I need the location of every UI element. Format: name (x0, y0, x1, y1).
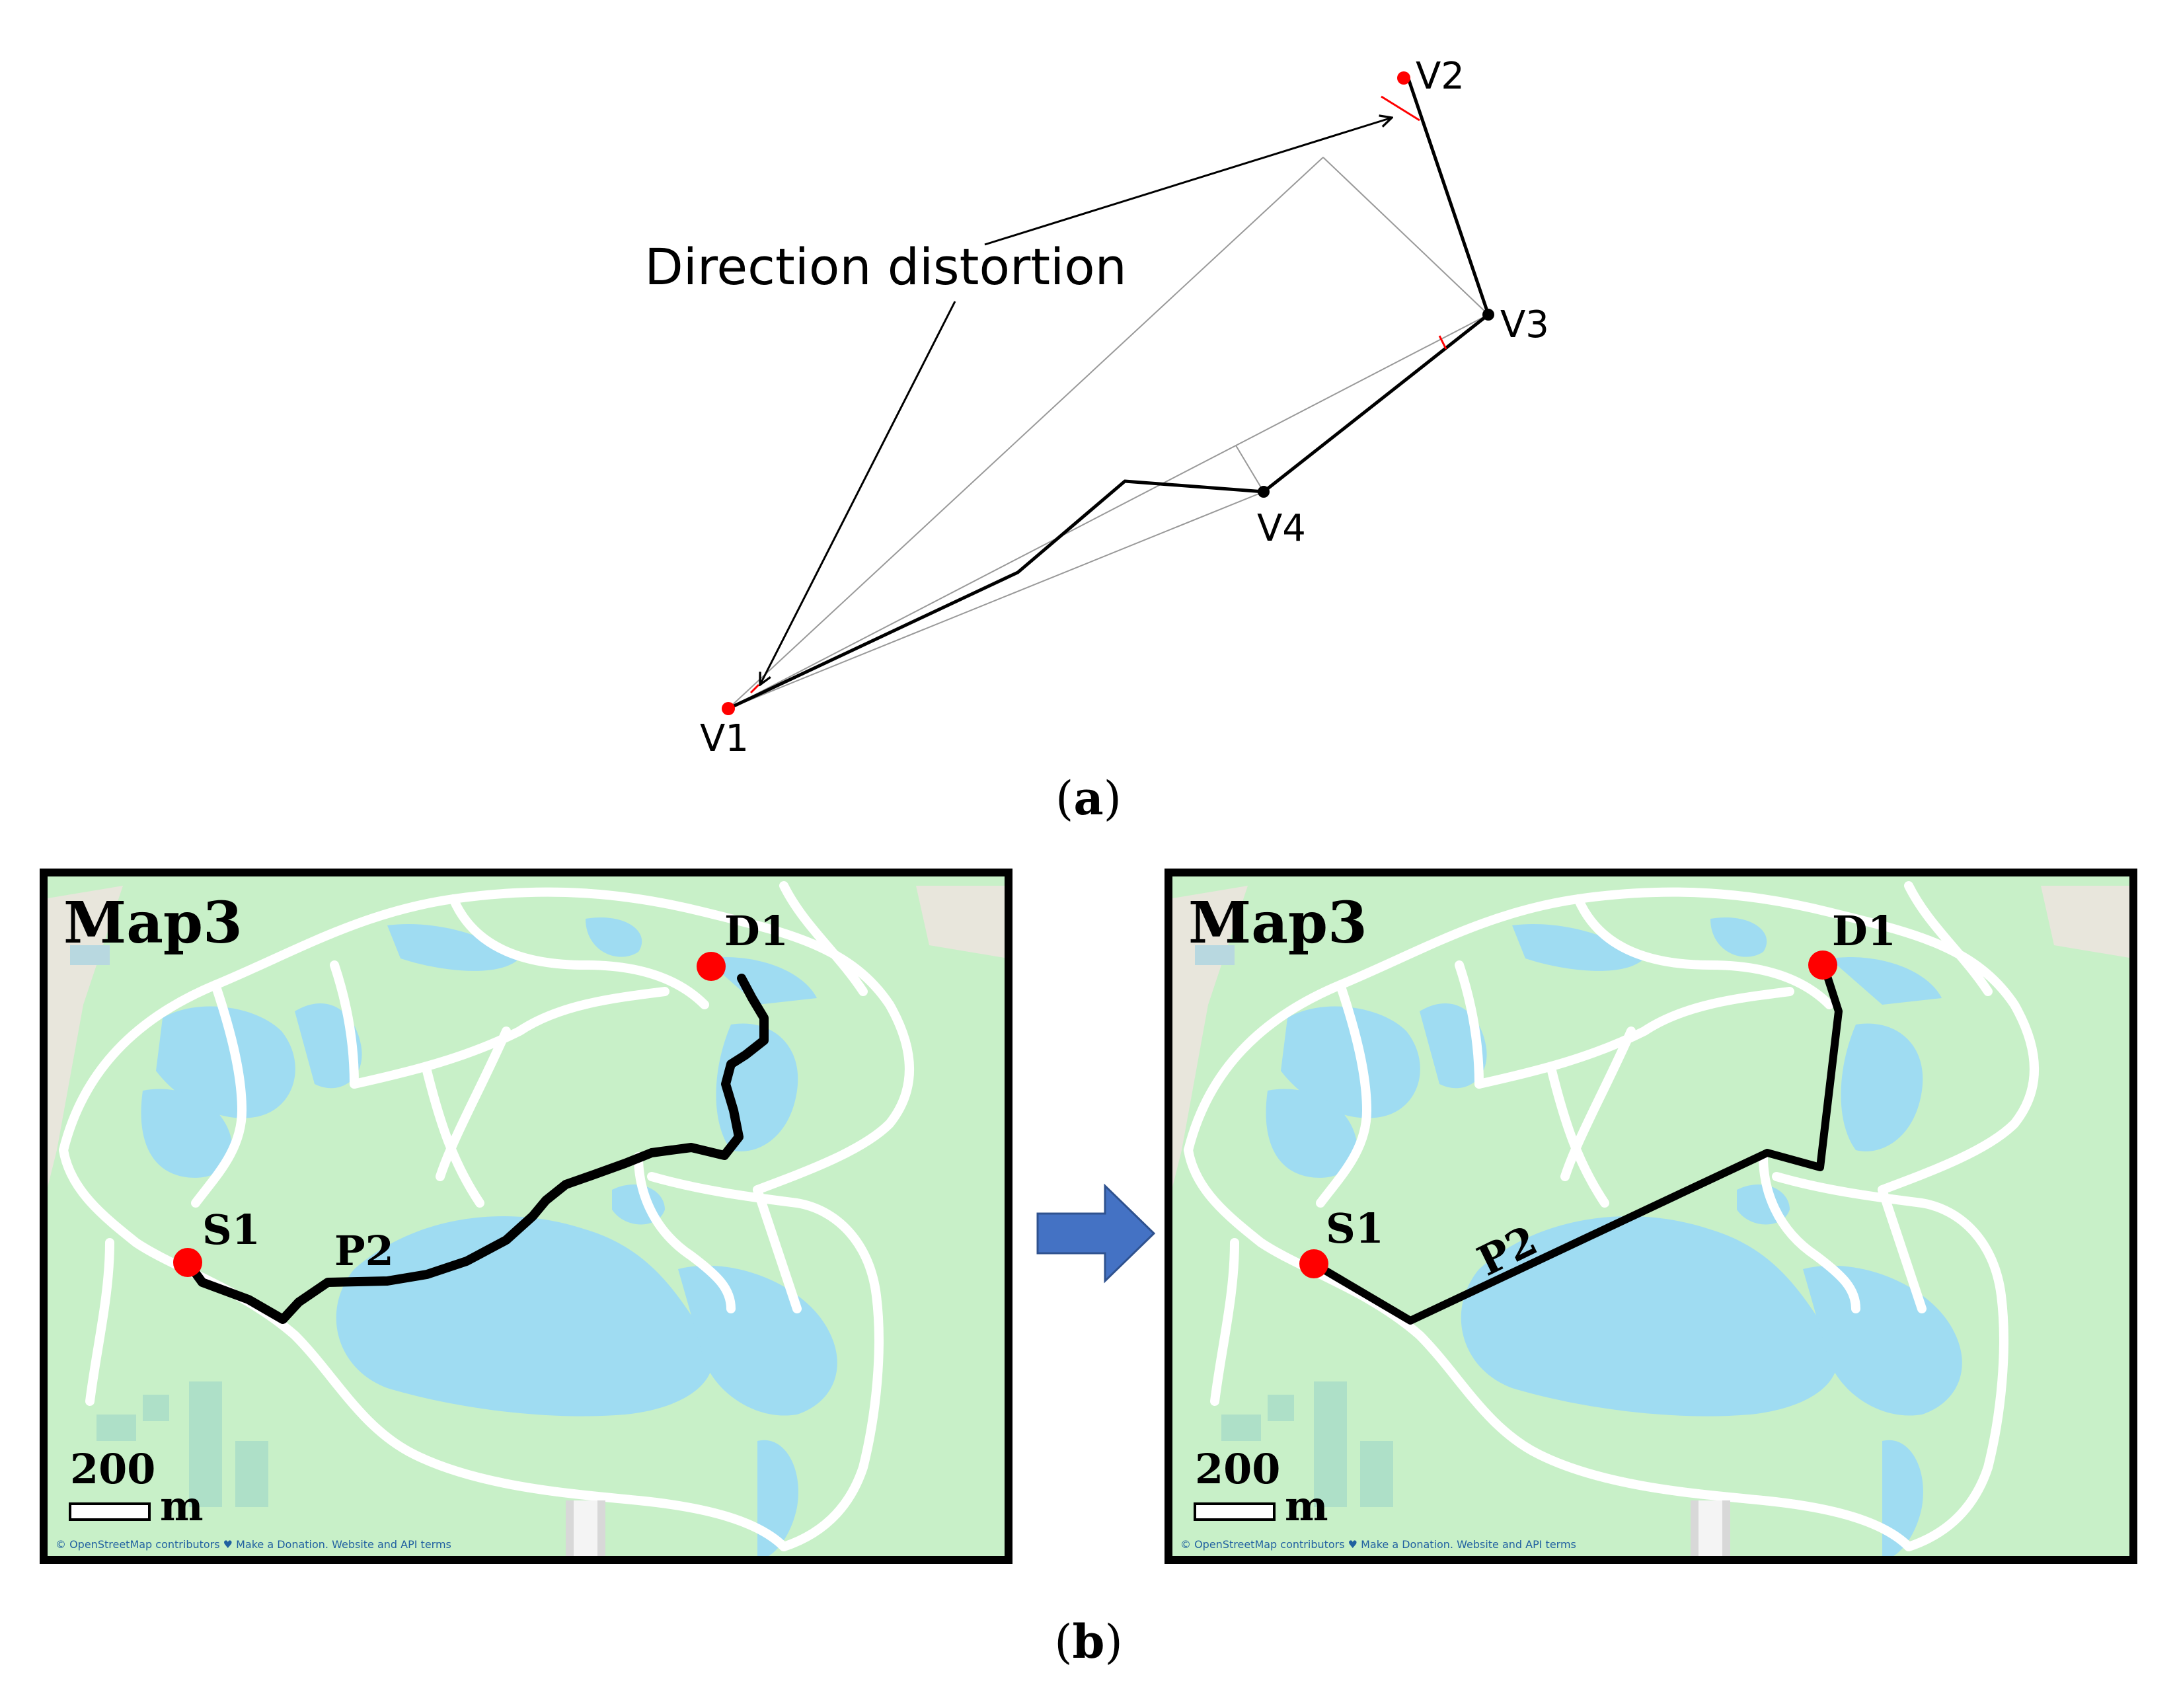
map-right-frame (1165, 869, 2137, 1564)
arrow-to-v1 (760, 301, 956, 685)
caption-a: (a) (1055, 771, 1122, 826)
vertex-v4-point (1258, 486, 1270, 498)
map-left-start-label: S1 (202, 1206, 260, 1254)
map-right-scale-value: 200 (1195, 1445, 1280, 1493)
panel-b-maps: Map3 S1 D1 P2 200 m © OpenStreetMap cont… (44, 873, 2133, 1669)
map-right-attribution: © OpenStreetMap contributors ♥ Make a Do… (1180, 1538, 1576, 1551)
map-left-title: Map3 (63, 890, 243, 956)
chord-v1-v4 (728, 491, 1264, 709)
map-right-title: Map3 (1188, 890, 1367, 956)
map-left-dest-point (697, 952, 726, 981)
angle-marker-v3 (1438, 335, 1447, 350)
annotation-arrows (760, 118, 1392, 685)
vertex-v3-point (1482, 309, 1494, 321)
map-right-start-point (1299, 1249, 1328, 1278)
map-right-start-label: S1 (1326, 1204, 1384, 1253)
map-right-scale-unit: m (1285, 1482, 1328, 1530)
map-left-attribution: © OpenStreetMap contributors ♥ Make a Do… (56, 1538, 451, 1551)
map-left-scale-bar (69, 1502, 151, 1521)
chord-v1-v3 (728, 314, 1489, 709)
vertices: V1 V2 V3 V4 (700, 55, 1549, 760)
map-right: Map3 S1 D1 P2 200 m © OpenStreetMap cont… (1168, 873, 2133, 1560)
map-left-dest-label: D1 (724, 907, 788, 955)
map-right-scale-bar (1194, 1502, 1276, 1521)
annotation-label: Direction distortion (644, 237, 1127, 296)
caption-b: (b) (1054, 1614, 1123, 1669)
angle-marker-v2 (1381, 95, 1420, 122)
angle-marker-v1 (749, 683, 760, 694)
vertex-v2-label: V2 (1416, 55, 1465, 98)
map-left-scale-value: 200 (70, 1445, 155, 1493)
chord-v1-v2 (728, 157, 1324, 709)
map-left-start-point (173, 1248, 202, 1277)
map-left-scale-unit: m (160, 1482, 204, 1530)
arrow-to-v2 (984, 118, 1392, 246)
transform-arrow (1036, 1183, 1156, 1284)
caption-a-letter: a (1073, 771, 1103, 826)
vertex-v3-label: V3 (1500, 303, 1549, 346)
svg-text:(b): (b) (1054, 1614, 1123, 1669)
construction-lines (728, 157, 1489, 709)
map-left-path-label: P2 (334, 1227, 394, 1275)
map-left-frame (40, 869, 1012, 1564)
vertex-v1-point (722, 702, 735, 715)
map-right-dest-point (1808, 951, 1837, 980)
caption-b-letter: b (1073, 1614, 1105, 1669)
perp-v2-v3 (1322, 157, 1489, 315)
map-right-path-simplified (1310, 966, 1843, 1325)
angle-markers (749, 95, 1447, 694)
map-left: Map3 S1 D1 P2 200 m © OpenStreetMap cont… (44, 873, 1009, 1560)
vertex-v1-label: V1 (700, 717, 749, 760)
map-left-path-original (183, 974, 769, 1324)
svg-text:(a): (a) (1055, 771, 1122, 826)
vertex-v4-label: V4 (1257, 507, 1306, 550)
map-right-dest-label: D1 (1832, 907, 1896, 955)
panel-a-diagram: Direction distortion V1 V2 V3 V4 (a) (644, 55, 1549, 826)
perp-v4 (1235, 445, 1264, 492)
route-polyline (727, 76, 1490, 711)
vertex-v2-point (1397, 71, 1410, 85)
